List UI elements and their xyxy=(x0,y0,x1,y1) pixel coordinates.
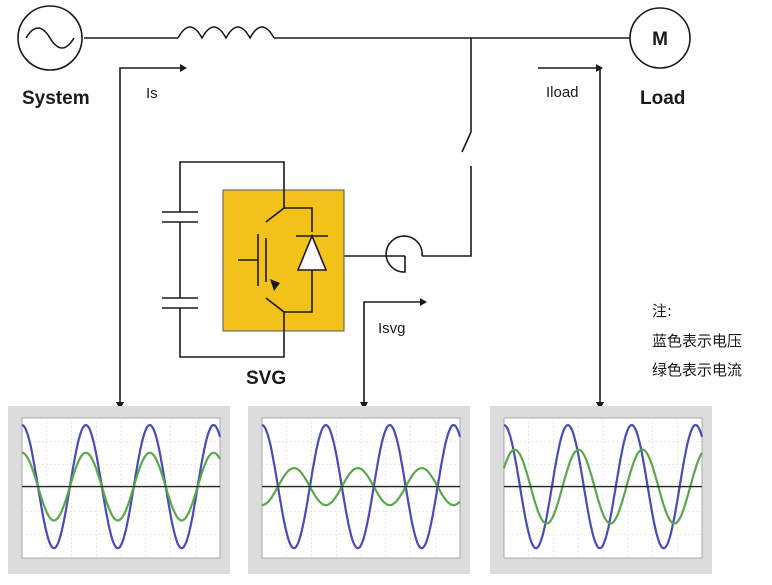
plot-iload xyxy=(490,406,712,574)
waveform-plots xyxy=(8,406,712,574)
system-source xyxy=(17,5,83,71)
current-wave xyxy=(502,448,703,525)
note-title: 注: xyxy=(652,302,672,320)
load-label: Load xyxy=(640,88,685,109)
note-line-2: 绿色表示电流 xyxy=(652,361,742,379)
current-transformer xyxy=(343,235,423,273)
current-wave xyxy=(21,451,221,522)
svg-branch xyxy=(422,38,472,257)
motor-label: M xyxy=(652,29,668,50)
igbt-icon xyxy=(238,190,328,331)
motor-load: M xyxy=(629,7,691,69)
plot-is xyxy=(8,406,230,574)
voltage-wave xyxy=(503,423,704,550)
plot-isvg xyxy=(248,406,470,574)
note-line-1: 蓝色表示电压 xyxy=(652,332,742,350)
is-label: Is xyxy=(146,85,158,102)
isvg-measurement xyxy=(360,298,427,410)
is-measurement xyxy=(116,64,187,410)
sine-icon xyxy=(25,27,75,49)
svg-label: SVG xyxy=(246,368,286,389)
iload-measurement xyxy=(538,64,604,410)
inductor xyxy=(177,26,275,40)
isvg-label: Isvg xyxy=(378,320,406,337)
iload-label: Iload xyxy=(546,84,579,101)
system-label: System xyxy=(22,88,90,109)
current-wave xyxy=(261,466,461,507)
voltage-wave xyxy=(21,423,222,550)
dc-link xyxy=(162,161,285,358)
voltage-wave xyxy=(261,423,462,550)
